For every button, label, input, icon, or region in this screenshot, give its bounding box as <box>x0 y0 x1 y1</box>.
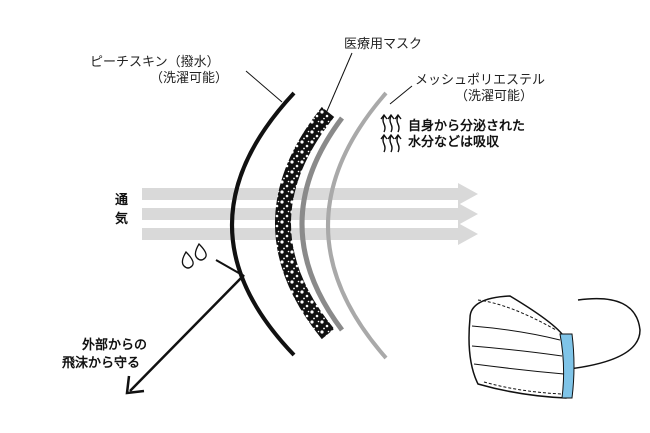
water-drops-icon <box>181 242 207 269</box>
medical-mask-label: 医療用マスク <box>344 37 423 52</box>
peach-skin-label-line1: ピーチスキン（撥水） <box>90 55 220 70</box>
absorb-label-line1: 自身から分泌された <box>408 119 526 134</box>
absorb-label: 自身から分泌された 水分などは吸収 <box>408 119 525 151</box>
airflow-label-char2: 気 <box>115 212 129 227</box>
absorb-label-line2: 水分などは吸収 <box>408 135 500 150</box>
mask-illustration-icon <box>468 295 641 399</box>
protect-label: 外部からの 飛沫から守る <box>62 337 147 373</box>
protect-label-line1: 外部からの <box>82 338 148 353</box>
middle-layer-gray-edge <box>299 116 344 332</box>
mesh-label-line2: （洗濯可能） <box>455 89 534 104</box>
airflow-label-char1: 通 <box>115 193 129 208</box>
peach-skin-label: ピーチスキン（撥水） （洗濯可能） <box>90 55 228 87</box>
airflow-label: 通 気 <box>115 191 128 229</box>
peach-skin-label-line2: （洗濯可能） <box>150 71 229 86</box>
airflow-arrow-top <box>142 183 478 205</box>
inner-layer-mesh <box>326 91 388 360</box>
outer-layer-peach-skin <box>230 91 296 357</box>
protection-arrow <box>125 259 245 395</box>
airflow-arrows <box>142 183 478 245</box>
evaporation-arrows-icon <box>380 113 402 153</box>
leader-peach-skin <box>245 70 283 103</box>
leader-medical-mask <box>323 52 353 119</box>
leader-mesh <box>389 85 413 105</box>
mesh-label: メッシュポリエステル （洗濯可能） <box>415 73 545 105</box>
airflow-arrow-middle <box>142 203 478 225</box>
protect-label-line2: 飛沫から守る <box>62 356 141 371</box>
airflow-arrow-bottom <box>142 223 478 245</box>
middle-layer-medical-mask <box>275 106 335 340</box>
mesh-label-line1: メッシュポリエステル <box>415 73 546 88</box>
